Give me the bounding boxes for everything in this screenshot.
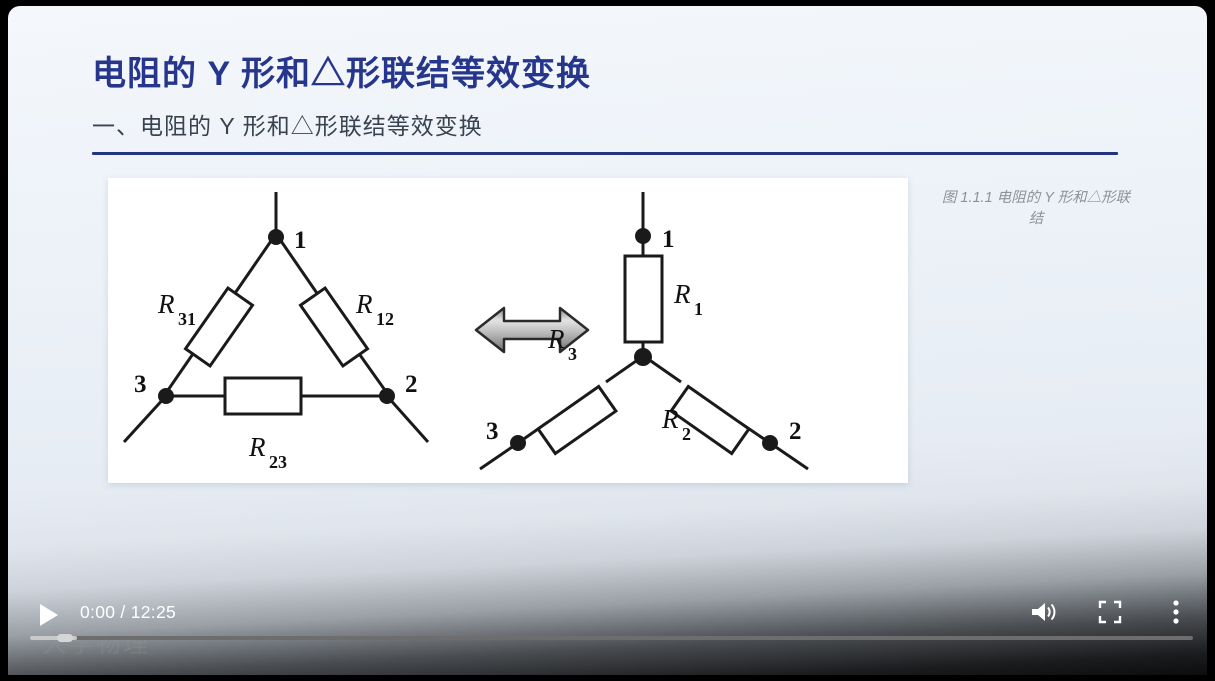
wye-node-2-label: 2 <box>789 418 802 445</box>
more-options-button[interactable] <box>1159 595 1193 629</box>
svg-text:R: R <box>547 324 565 354</box>
progress-fill <box>30 636 77 640</box>
wye-connection: 1 2 3 R 1 R 2 R <box>479 192 809 471</box>
video-surface[interactable]: 电阻的 Y 形和△形联结等效变换 一、电阻的 Y 形和△形联结等效变换 <box>8 6 1207 675</box>
label-r3: R 3 <box>547 324 577 364</box>
svg-text:R: R <box>673 279 691 309</box>
label-r23: R 23 <box>248 432 287 472</box>
wye-node-1-label: 1 <box>662 226 675 253</box>
circuit-diagram: 1 2 3 R 31 R 12 R <box>122 192 809 472</box>
wye-node-2-dot <box>762 435 778 451</box>
fullscreen-button[interactable] <box>1093 595 1127 629</box>
svg-text:12: 12 <box>376 309 394 329</box>
progress-track <box>30 636 1193 640</box>
svg-text:3: 3 <box>568 344 577 364</box>
speaker-icon <box>1032 603 1056 621</box>
kebab-menu-icon <box>1173 600 1179 624</box>
delta-node-1-dot <box>268 229 284 245</box>
title-divider <box>92 152 1118 155</box>
wye-node-3-dot <box>510 435 526 451</box>
fullscreen-icon <box>1098 600 1122 624</box>
slide-content: 电阻的 Y 形和△形联结等效变换 一、电阻的 Y 形和△形联结等效变换 <box>8 6 1207 675</box>
play-icon <box>40 604 58 626</box>
volume-button[interactable] <box>1027 595 1061 629</box>
progress-handle[interactable] <box>56 634 73 642</box>
delta-node-1-label: 1 <box>294 227 307 254</box>
svg-text:23: 23 <box>269 452 287 472</box>
label-r31: R 31 <box>157 289 196 329</box>
play-button[interactable] <box>28 596 66 634</box>
section-subtitle: 一、电阻的 Y 形和△形联结等效变换 <box>92 113 483 139</box>
label-r12: R 12 <box>355 289 394 329</box>
time-display[interactable]: 0:00 / 12:25 <box>80 602 177 622</box>
svg-text:1: 1 <box>694 299 703 319</box>
label-r1: R 1 <box>673 279 703 319</box>
delta-node-3-label: 3 <box>134 371 147 398</box>
svg-text:R: R <box>157 289 175 319</box>
svg-text:2: 2 <box>682 424 691 444</box>
figure-panel: 1 2 3 R 31 R 12 R <box>108 178 908 483</box>
figure-caption: 图 1.1.1 电阻的 Y 形和△形联结 <box>941 190 1131 228</box>
delta-connection: 1 2 3 R 31 R 12 R <box>122 192 430 472</box>
svg-text:R: R <box>248 432 266 462</box>
controls-row: 0:00 / 12:25 <box>8 591 1207 639</box>
wye-node-1-dot <box>635 228 651 244</box>
delta-node-2-label: 2 <box>405 371 418 398</box>
page-title: 电阻的 Y 形和△形联结等效变换 <box>92 55 591 93</box>
delta-node-3-dot <box>158 388 174 404</box>
wye-node-3-label: 3 <box>486 418 499 445</box>
svg-text:R: R <box>355 289 373 319</box>
svg-text:R: R <box>661 404 679 434</box>
double-headed-arrow <box>474 306 590 354</box>
wye-center-dot <box>634 348 652 366</box>
svg-text:31: 31 <box>178 309 196 329</box>
label-r2: R 2 <box>661 404 691 444</box>
delta-node-2-dot <box>379 388 395 404</box>
progress-bar[interactable] <box>30 633 1193 643</box>
right-controls <box>1027 595 1193 629</box>
